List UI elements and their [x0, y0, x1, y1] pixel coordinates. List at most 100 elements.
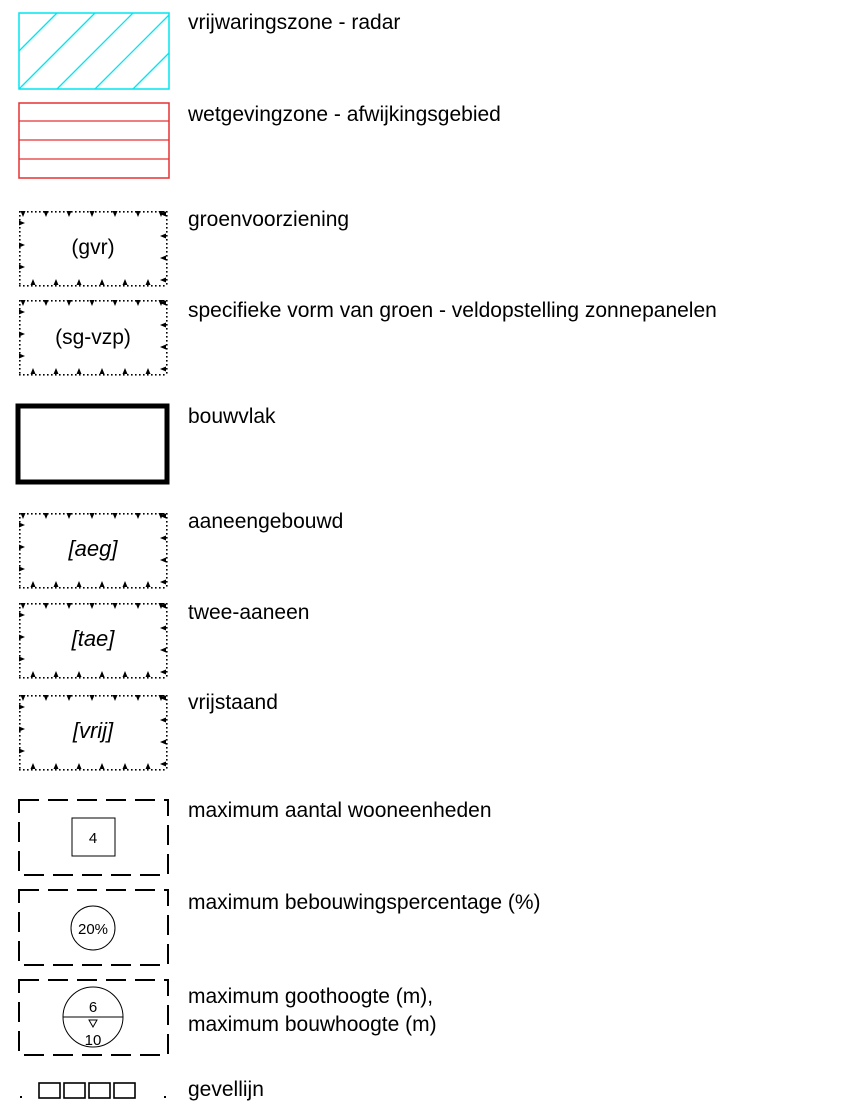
- box-dot: [19, 352, 21, 354]
- box-dot: [166, 267, 168, 269]
- box-dot: [115, 769, 117, 771]
- box-dot: [19, 340, 21, 342]
- box-dot: [139, 677, 141, 679]
- box-dot: [166, 715, 168, 717]
- box-dot: [87, 300, 89, 302]
- box-dot: [119, 374, 121, 376]
- box-dot: [19, 677, 21, 679]
- tick-mark: [99, 763, 105, 769]
- box-dot: [59, 513, 61, 515]
- box-dot: [166, 259, 168, 261]
- box-dot: [83, 677, 85, 679]
- box-dot: [83, 587, 85, 589]
- tick-mark: [19, 748, 25, 754]
- box-dot: [79, 300, 81, 302]
- box-dot: [119, 285, 121, 287]
- box-dot: [147, 603, 149, 605]
- tick-mark: [19, 264, 25, 270]
- tick-mark: [19, 331, 25, 337]
- box-dot: [139, 285, 141, 287]
- box-dot: [19, 723, 21, 725]
- box-dot: [35, 211, 37, 213]
- box-dot: [51, 769, 53, 771]
- tick-mark: [19, 544, 25, 550]
- box-dot: [75, 677, 77, 679]
- box-dot: [147, 300, 149, 302]
- tick-mark: [19, 220, 25, 226]
- box-dot: [75, 695, 77, 697]
- tick-mark: [122, 368, 128, 374]
- tick-mark: [160, 366, 166, 372]
- tick-mark: [19, 309, 25, 315]
- box-dot: [83, 211, 85, 213]
- box-dot: [51, 603, 53, 605]
- box-dot: [79, 587, 81, 589]
- box-dot: [71, 211, 73, 213]
- tick-mark: [76, 581, 82, 587]
- box-dot: [119, 603, 121, 605]
- box-dot: [166, 569, 168, 571]
- deviation-zone-symbol: [18, 102, 170, 179]
- box-dot: [135, 677, 137, 679]
- box-dot: [166, 537, 168, 539]
- box-dot: [159, 769, 161, 771]
- box-dot: [59, 211, 61, 213]
- box-dot: [95, 587, 97, 589]
- box-dot: [19, 537, 21, 539]
- tick-mark: [20, 300, 26, 306]
- box-dot: [91, 677, 93, 679]
- box-dot: [166, 577, 168, 579]
- tick-mark: [19, 704, 25, 710]
- box-dot: [35, 374, 37, 376]
- tick-mark: [160, 255, 166, 261]
- box-dot: [19, 719, 21, 721]
- box-dot: [39, 285, 41, 287]
- box-dot: [31, 374, 33, 376]
- box-dot: [87, 677, 89, 679]
- box-dot: [111, 769, 113, 771]
- box-dot: [166, 521, 168, 523]
- box-dot: [166, 553, 168, 555]
- box-dot: [71, 285, 73, 287]
- tick-mark: [112, 300, 118, 306]
- box-dot: [143, 695, 145, 697]
- box-dot: [19, 517, 21, 519]
- box-dot: [71, 374, 73, 376]
- box-dot: [23, 769, 25, 771]
- box-dot: [35, 285, 37, 287]
- box-dot: [123, 769, 125, 771]
- box-dot: [19, 316, 21, 318]
- box-dot: [166, 581, 168, 583]
- box-dot: [155, 300, 157, 302]
- tick-mark: [30, 581, 36, 587]
- box-dot: [23, 374, 25, 376]
- box-dot: [166, 611, 168, 613]
- box-dot: [31, 769, 33, 771]
- box-dot: [31, 211, 33, 213]
- box-dot: [127, 374, 129, 376]
- box-dot: [19, 235, 21, 237]
- box-dot: [119, 513, 121, 515]
- box-dot: [166, 316, 168, 318]
- box-dot: [95, 300, 97, 302]
- box-dot: [67, 374, 69, 376]
- box-dot: [166, 619, 168, 621]
- tick-mark: [76, 671, 82, 677]
- tick-mark: [160, 603, 166, 609]
- box-dot: [135, 769, 137, 771]
- box-dot: [166, 312, 168, 314]
- box-dot: [67, 769, 69, 771]
- box-dot: [71, 695, 73, 697]
- box-dot: [71, 769, 73, 771]
- box-dot: [135, 587, 137, 589]
- box-dot: [131, 587, 133, 589]
- tick-mark: [43, 300, 49, 306]
- box-dot: [127, 285, 129, 287]
- tick-mark: [112, 603, 118, 609]
- box-dot: [166, 356, 168, 358]
- box-dot: [166, 545, 168, 547]
- box-dot: [51, 677, 53, 679]
- box-dot: [115, 677, 117, 679]
- box-dot: [119, 769, 121, 771]
- legend-label-coverage: maximum bebouwingspercentage (%): [188, 891, 541, 914]
